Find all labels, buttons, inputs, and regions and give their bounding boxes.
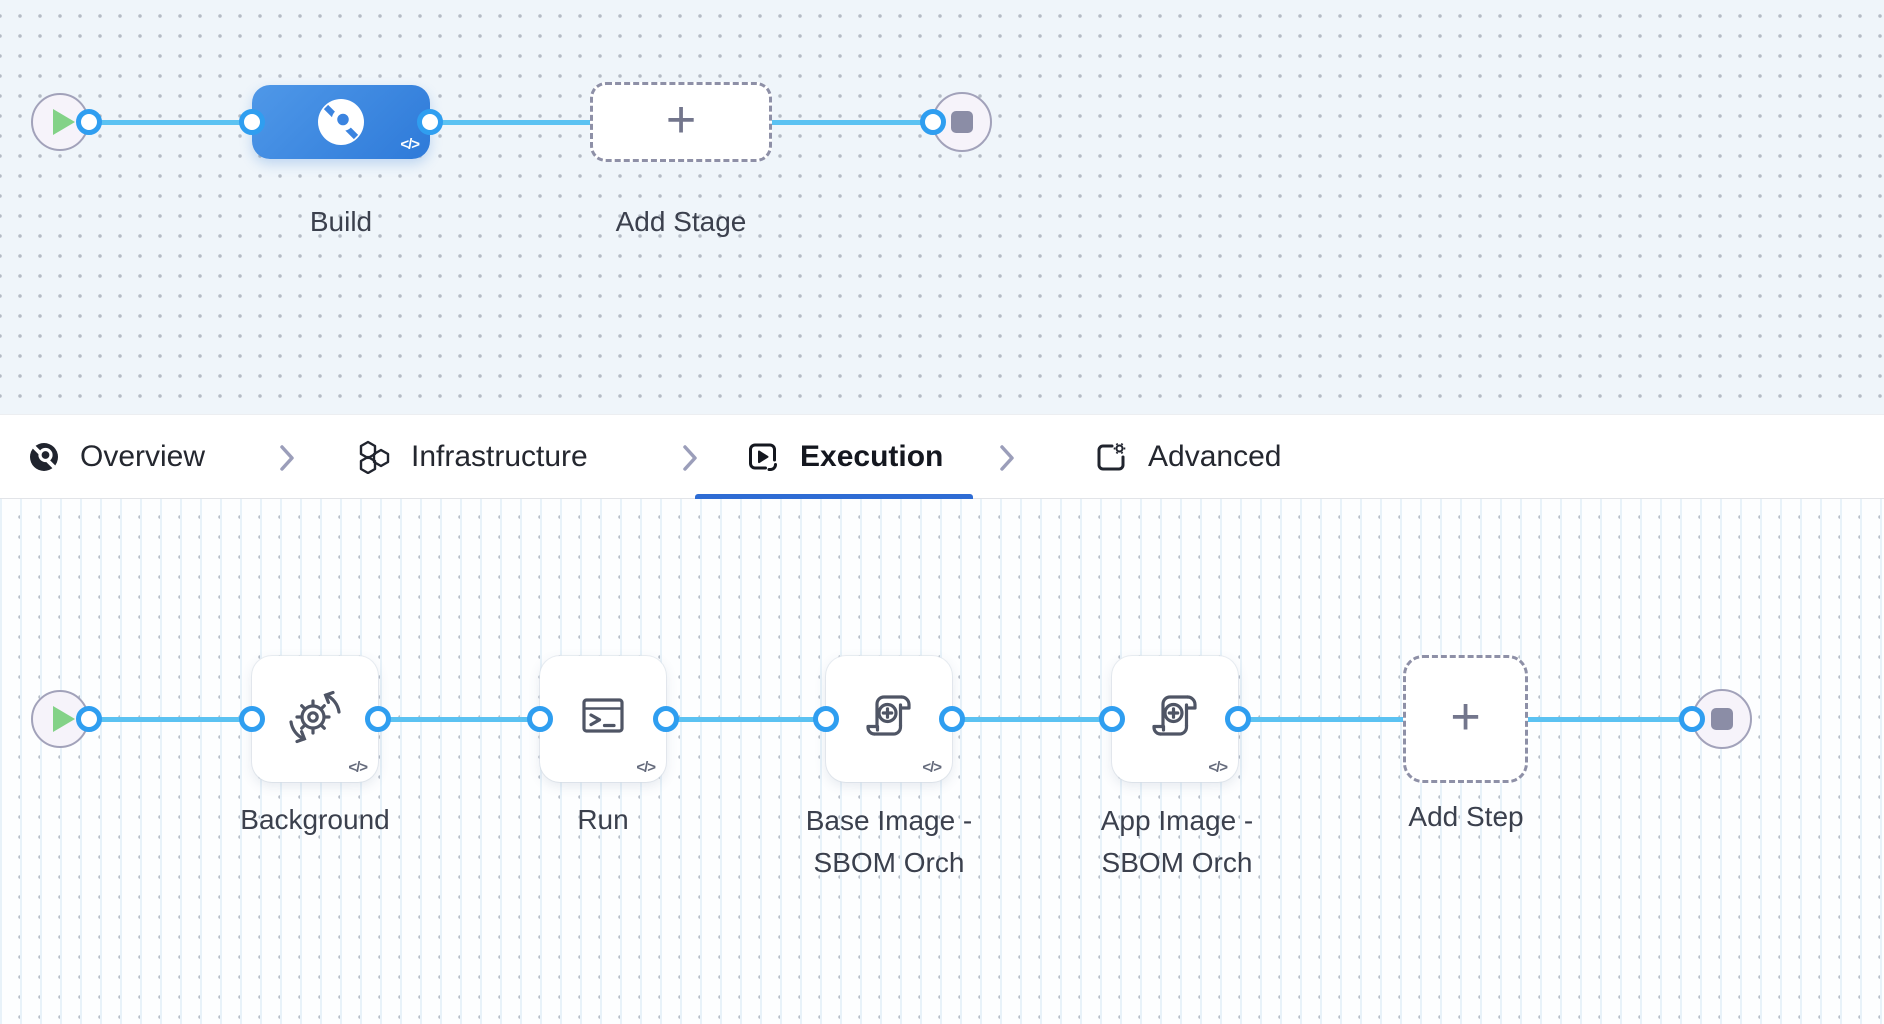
code-view-toggle[interactable]: </> [1208, 759, 1228, 776]
step-label-line1: Base Image - [805, 805, 973, 836]
add-step-label: Add Step [1408, 801, 1524, 832]
step-label-run: Run [577, 804, 629, 835]
port[interactable] [920, 109, 946, 135]
tab-label: Execution [800, 440, 944, 473]
step-node-base-image-sbom-orch[interactable]: </> [826, 656, 952, 782]
play-icon [52, 109, 75, 135]
port[interactable] [365, 706, 391, 732]
play-square-icon [749, 443, 777, 471]
tab-infrastructure[interactable]: Infrastructure [357, 415, 588, 499]
chevron-right-icon [683, 445, 697, 471]
play-icon [52, 706, 75, 732]
plus-icon: + [1450, 688, 1481, 746]
stage-canvas[interactable] [0, 0, 1884, 414]
sbom-scroll-icon [1152, 695, 1197, 736]
step-node-background[interactable]: </> [252, 656, 378, 782]
port[interactable] [527, 706, 553, 732]
port[interactable] [653, 706, 679, 732]
port[interactable] [1225, 706, 1251, 732]
step-label-line2: SBOM Orch [813, 847, 965, 878]
stage-label-build: Build [309, 206, 373, 237]
step-label-app-image: App Image - SBOM Orch [1057, 800, 1297, 884]
stop-icon [951, 111, 973, 133]
tab-advanced[interactable]: Advanced [1094, 415, 1281, 499]
tab-label: Infrastructure [411, 440, 588, 473]
code-view-toggle[interactable]: </> [348, 759, 368, 776]
port[interactable] [239, 706, 265, 732]
stage-config-tab-bar: Overview Infrastructure [0, 414, 1884, 499]
port[interactable] [76, 109, 102, 135]
port[interactable] [939, 706, 965, 732]
stage-connector-line [89, 120, 933, 125]
active-tab-underline [695, 494, 973, 499]
tab-overview[interactable]: Overview [28, 415, 205, 499]
service-sync-gear-icon [289, 690, 341, 744]
tab-execution[interactable]: Execution [746, 415, 943, 499]
tab-label: Overview [80, 440, 206, 473]
hexagons-icon [359, 440, 390, 474]
code-view-toggle[interactable]: </> [400, 136, 420, 153]
port[interactable] [76, 706, 102, 732]
port[interactable] [813, 706, 839, 732]
port[interactable] [417, 109, 443, 135]
step-label-line1: App Image - [1100, 805, 1254, 836]
port[interactable] [239, 109, 265, 135]
tab-label: Advanced [1148, 440, 1282, 473]
code-view-toggle[interactable]: </> [922, 759, 942, 776]
add-stage-label: Add Stage [615, 206, 747, 237]
step-node-run[interactable]: </> [540, 656, 666, 782]
stage-node-build[interactable]: </> [252, 85, 430, 159]
step-label-background: Background [240, 804, 390, 835]
add-step-button[interactable]: + [1403, 655, 1528, 783]
step-node-app-image-sbom-orch[interactable]: </> [1112, 656, 1238, 782]
add-stage-button[interactable]: + [590, 82, 772, 162]
port[interactable] [1099, 706, 1125, 732]
terminal-icon [582, 698, 624, 733]
ci-build-icon [318, 99, 364, 145]
build-circle-icon [30, 443, 58, 471]
pipeline-start-node[interactable] [31, 93, 89, 151]
plus-icon: + [665, 91, 697, 149]
chevron-right-icon [1000, 445, 1014, 471]
code-view-toggle[interactable]: </> [636, 759, 656, 776]
step-label-base-image: Base Image - SBOM Orch [769, 800, 1009, 884]
sbom-scroll-icon [866, 695, 911, 736]
step-label-line2: SBOM Orch [1101, 847, 1253, 878]
port[interactable] [1679, 706, 1705, 732]
box-gear-icon [1097, 443, 1126, 471]
chevron-right-icon [280, 445, 294, 471]
stop-icon [1711, 708, 1733, 730]
